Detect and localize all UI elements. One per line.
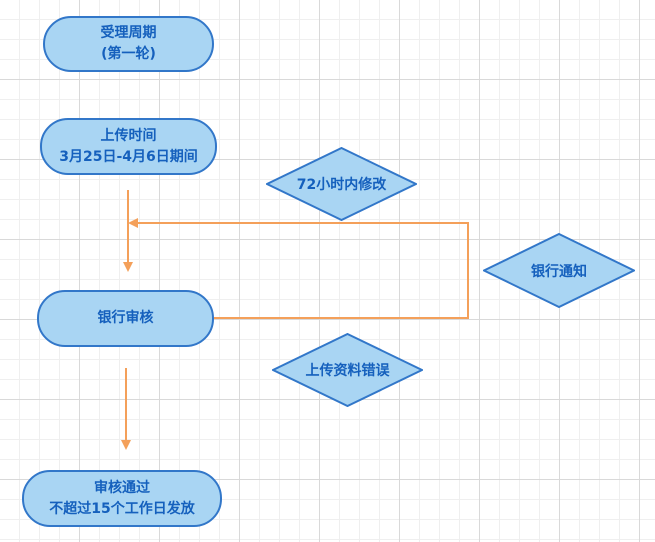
node-bank-review: 银行审核 <box>37 290 214 347</box>
decision-bank-notice-shape <box>483 233 635 308</box>
node-approved: 审核通过 不超过15个工作日发放 <box>22 470 222 527</box>
node-cycle-line1: 受理周期 <box>100 25 157 41</box>
decision-upload-error: 上传资料错误 <box>272 333 423 407</box>
decision-modify-72h-label: 72小时内修改 <box>296 177 387 193</box>
arrowhead-loopback <box>128 218 138 228</box>
node-upload-time: 上传时间 3月25日-4月6日期间 <box>40 118 217 175</box>
decision-bank-notice-label: 银行通知 <box>531 263 587 280</box>
decision-modify-72h-shape <box>266 147 417 221</box>
node-upload-time-line1: 上传时间 <box>100 127 157 144</box>
node-cycle-line2: (第一轮) <box>101 46 156 62</box>
node-bank-review-line1: 银行审核 <box>97 310 154 326</box>
arrowhead-to-review <box>123 262 133 272</box>
node-approved-line1: 审核通过 <box>94 479 150 496</box>
node-cycle: 受理周期 (第一轮) <box>43 16 214 72</box>
decision-upload-error-shape <box>272 333 423 407</box>
connector-review-loopback <box>138 222 469 319</box>
decision-upload-error-label: 上传资料错误 <box>305 363 390 379</box>
decision-bank-notice: 银行通知 <box>483 233 635 308</box>
node-upload-time-line2: 3月25日-4月6日期间 <box>59 148 198 165</box>
arrowhead-to-approved <box>121 440 131 450</box>
decision-modify-72h: 72小时内修改 <box>266 147 417 221</box>
node-approved-line2: 不超过15个工作日发放 <box>49 500 195 517</box>
